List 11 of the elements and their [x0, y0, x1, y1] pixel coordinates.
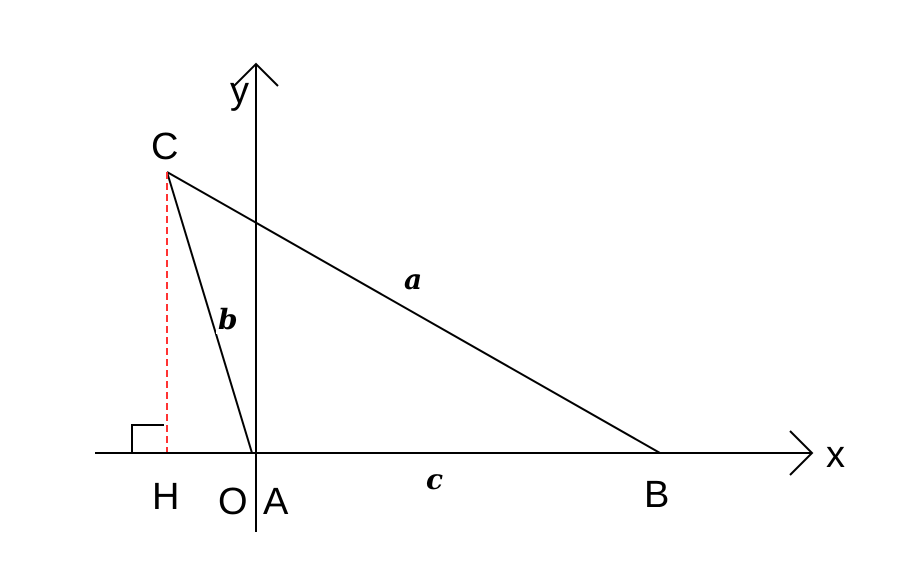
- point-label: H: [152, 478, 180, 516]
- triangle-side: [166, 172, 253, 454]
- dashed-line: [166, 172, 168, 452]
- axis-label: y: [230, 72, 249, 110]
- point-label: A: [263, 483, 288, 521]
- origin-label: O: [218, 483, 248, 521]
- triangle-side: [252, 452, 660, 454]
- point-label: C: [151, 128, 178, 166]
- triangle-side: [166, 171, 660, 454]
- point-label: B: [644, 476, 670, 514]
- axis-label: x: [826, 436, 845, 474]
